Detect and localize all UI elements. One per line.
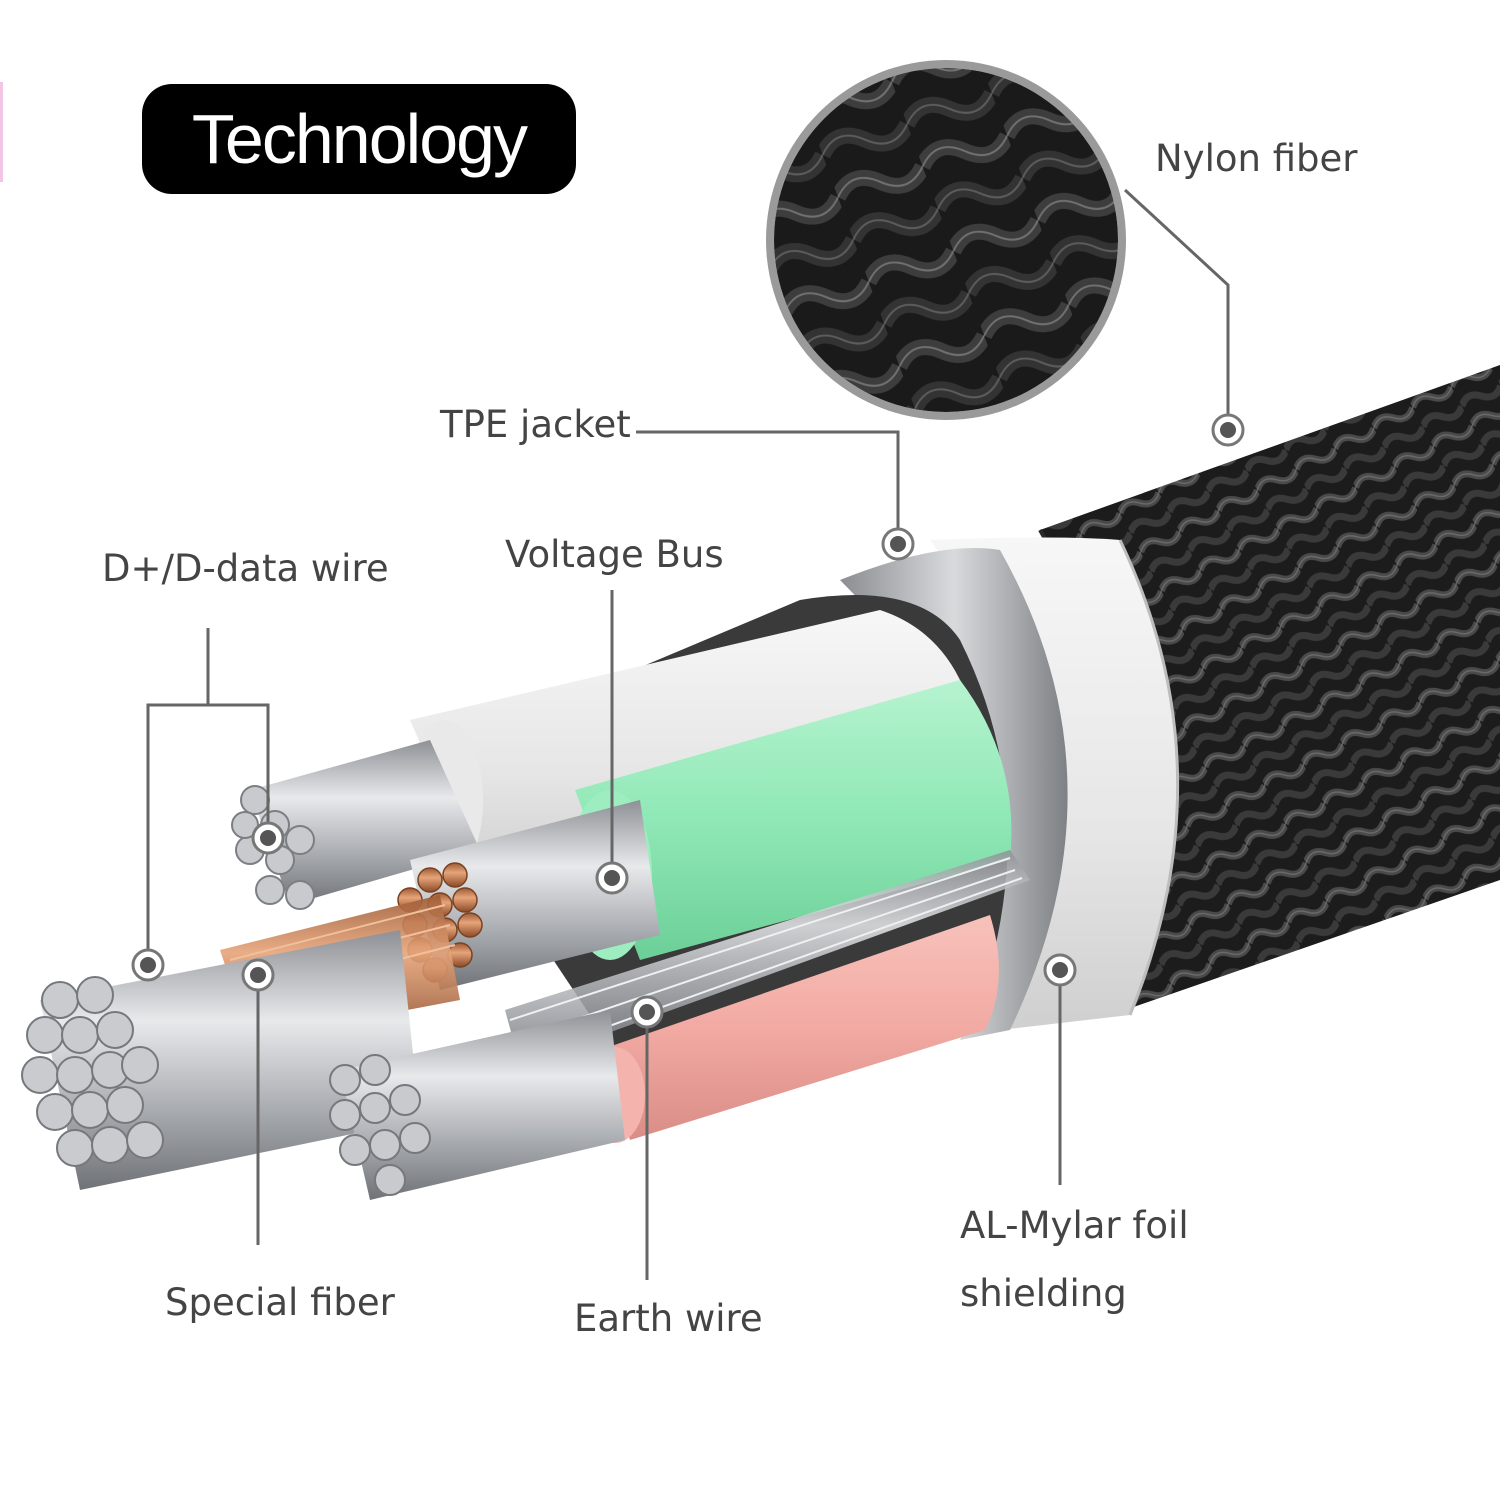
label-earth-wire: Earth wire — [574, 1297, 763, 1340]
label-foil-line2: shielding — [960, 1272, 1127, 1315]
nylon-braid-zoom — [766, 60, 1126, 420]
leader-tpe — [636, 430, 900, 530]
label-voltage-bus: Voltage Bus — [505, 533, 724, 576]
label-foil-line1: AL-Mylar foil — [960, 1204, 1189, 1247]
strand-bundle-bottom — [329, 1010, 625, 1200]
leader-data-wire — [146, 628, 210, 952]
edge-accent-mark — [0, 82, 3, 182]
leader-lines — [146, 188, 1230, 1280]
label-nylon-fiber: Nylon fiber — [1155, 137, 1358, 180]
page-title: Technology — [142, 84, 576, 194]
label-data-wire: D+/D-data wire — [102, 547, 389, 590]
leader-nylon — [1123, 188, 1230, 420]
label-tpe-jacket: TPE jacket — [440, 403, 631, 446]
leader-dots — [131, 413, 1245, 1029]
tpe-jacket-ring — [840, 537, 1180, 1040]
strand-bundle-large — [21, 930, 420, 1190]
label-special-fiber: Special fiber — [165, 1281, 395, 1324]
